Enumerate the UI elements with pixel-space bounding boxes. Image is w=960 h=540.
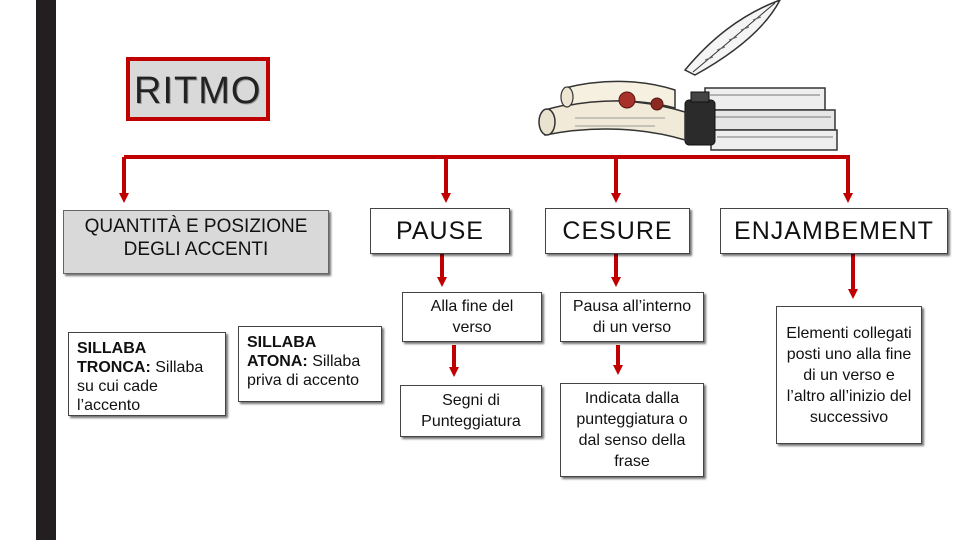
category-quantita: QUANTITÀ E POSIZIONE DEGLI ACCENTI [63, 210, 329, 274]
sillaba-tronca-definition: Sillaba su cui cade l’accento [77, 359, 204, 414]
pause-item-1-text: Alla fine del verso [430, 298, 514, 336]
sillaba-tronca-box: SILLABA TRONCA: Sillaba su cui cade l’ac… [68, 332, 226, 416]
pause-item-2-text: Segni di Punteggiatura [421, 392, 521, 430]
cesure-item-1: Pausa all’interno di un verso [560, 292, 704, 342]
category-enjambement: ENJAMBEMENT [720, 208, 948, 254]
sillaba-atona-definition: Sillaba priva di accento [247, 353, 361, 389]
cesure-item-2: Indicata dalla punteggiatura o dal senso… [560, 383, 704, 477]
category-cesure: CESURE [545, 208, 690, 254]
quill-books-illustration [538, 0, 838, 151]
pause-item-2: Segni di Punteggiatura [400, 385, 542, 437]
title-box: RITMO [126, 57, 270, 121]
cesure-item-1-text: Pausa all’interno di un verso [572, 298, 692, 336]
sillaba-atona-box: SILLABA ATONA: Sillaba priva di accento [238, 326, 382, 402]
enjambement-item-text: Elementi collegati posti uno alla fine d… [786, 324, 912, 426]
side-bar [36, 0, 56, 540]
enjambement-item: Elementi collegati posti uno alla fine d… [776, 306, 922, 444]
sillaba-atona-term: SILLABA ATONA: [247, 334, 316, 370]
diagram-title: RITMO [134, 70, 262, 112]
pause-item-1: Alla fine del verso [402, 292, 542, 342]
category-pause: PAUSE [370, 208, 510, 254]
sillaba-tronca-term: SILLABA TRONCA: [77, 340, 151, 376]
cesure-item-2-text: Indicata dalla punteggiatura o dal senso… [576, 390, 688, 470]
